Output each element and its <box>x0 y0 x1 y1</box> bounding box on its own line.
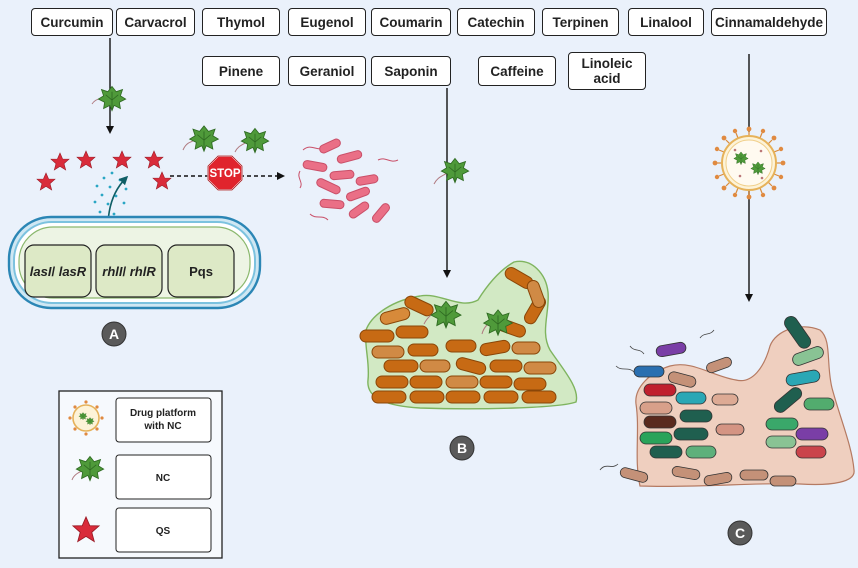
compound-linoleic-acid: Linoleic acid <box>568 52 646 90</box>
svg-text:B: B <box>457 440 467 456</box>
compound-eugenol: Eugenol <box>288 8 366 36</box>
compound-pinene: Pinene <box>202 56 280 86</box>
stop-sign-icon: STOP <box>207 155 243 191</box>
compound-curcumin: Curcumin <box>31 8 113 36</box>
compound-linalool: Linalool <box>628 8 704 36</box>
gene-box-las: lasI/ lasR <box>24 244 92 298</box>
panel-a-marker: A <box>101 321 127 347</box>
compound-saponin: Saponin <box>371 56 451 86</box>
compound-caffeine: Caffeine <box>478 56 556 86</box>
legend-nc-label: NC <box>156 473 170 484</box>
flagella <box>599 329 715 471</box>
nc-leaf-icon <box>91 86 127 112</box>
compound-catechin: Catechin <box>457 8 535 36</box>
gene-box-pqs: Pqs <box>167 244 235 298</box>
compound-carvacrol: Carvacrol <box>116 8 195 36</box>
biofilm-rods-c <box>619 315 835 487</box>
gene-box-rhl: rhlI/ rhlR <box>95 244 163 298</box>
nc-leaf-icon <box>433 158 470 185</box>
svg-text:Pqs: Pqs <box>189 264 213 279</box>
panel-b: B <box>359 88 578 461</box>
legend-qs-label: QS <box>156 526 171 537</box>
compound-geraniol: Geraniol <box>288 56 366 86</box>
legend-nc-icon <box>71 456 105 482</box>
panel-c: C <box>599 54 855 546</box>
panel-a: lasI/ lasR rhlI/ rhlR Pqs A <box>7 38 399 347</box>
qs-star-icons <box>36 150 172 191</box>
panel-b-marker: B <box>449 435 475 461</box>
svg-text:C: C <box>735 525 745 541</box>
compound-coumarin: Coumarin <box>371 8 451 36</box>
svg-text:STOP: STOP <box>209 168 240 180</box>
panel-c-marker: C <box>727 520 753 546</box>
legend-drug-platform-icon <box>68 400 104 436</box>
svg-text:lasI/ lasR: lasI/ lasR <box>30 264 87 279</box>
compound-terpinen: Terpinen <box>542 8 619 36</box>
nc-leaf-icon <box>182 125 270 154</box>
free-bacteria-cluster <box>298 138 399 223</box>
svg-text:A: A <box>109 326 119 342</box>
compound-cinnamaldehyde: Cinnamaldehyde <box>711 8 827 36</box>
nc-leaf-icon <box>423 300 513 336</box>
drug-platform-icon <box>712 126 786 200</box>
svg-text:rhlI/ rhlR: rhlI/ rhlR <box>102 264 156 279</box>
compound-thymol: Thymol <box>202 8 280 36</box>
